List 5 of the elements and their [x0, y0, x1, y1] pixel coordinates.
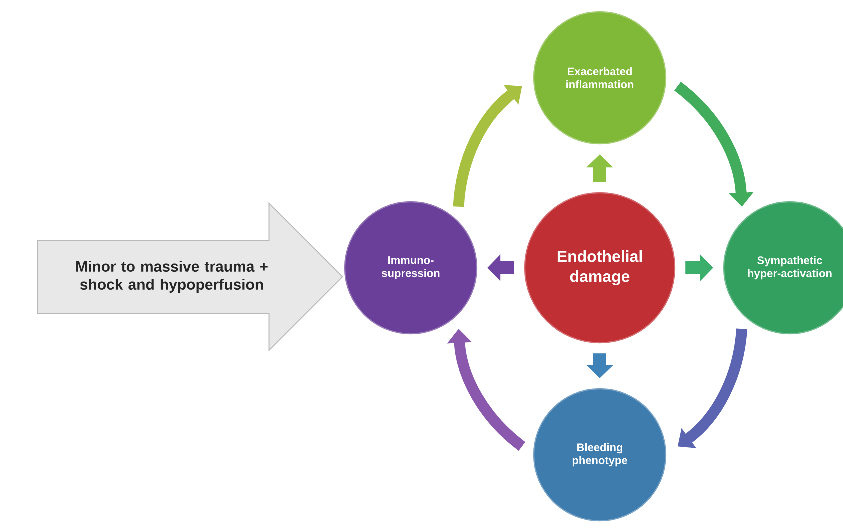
circle-node: Endothelial damage [524, 192, 676, 344]
circle-node: Sympathetic hyper-activation [723, 201, 843, 335]
circle-node: Immuno-supression [344, 201, 478, 335]
circle-node: Exacerbated inflammation [533, 11, 667, 145]
circle-node: Bleeding phenotype [533, 388, 667, 522]
